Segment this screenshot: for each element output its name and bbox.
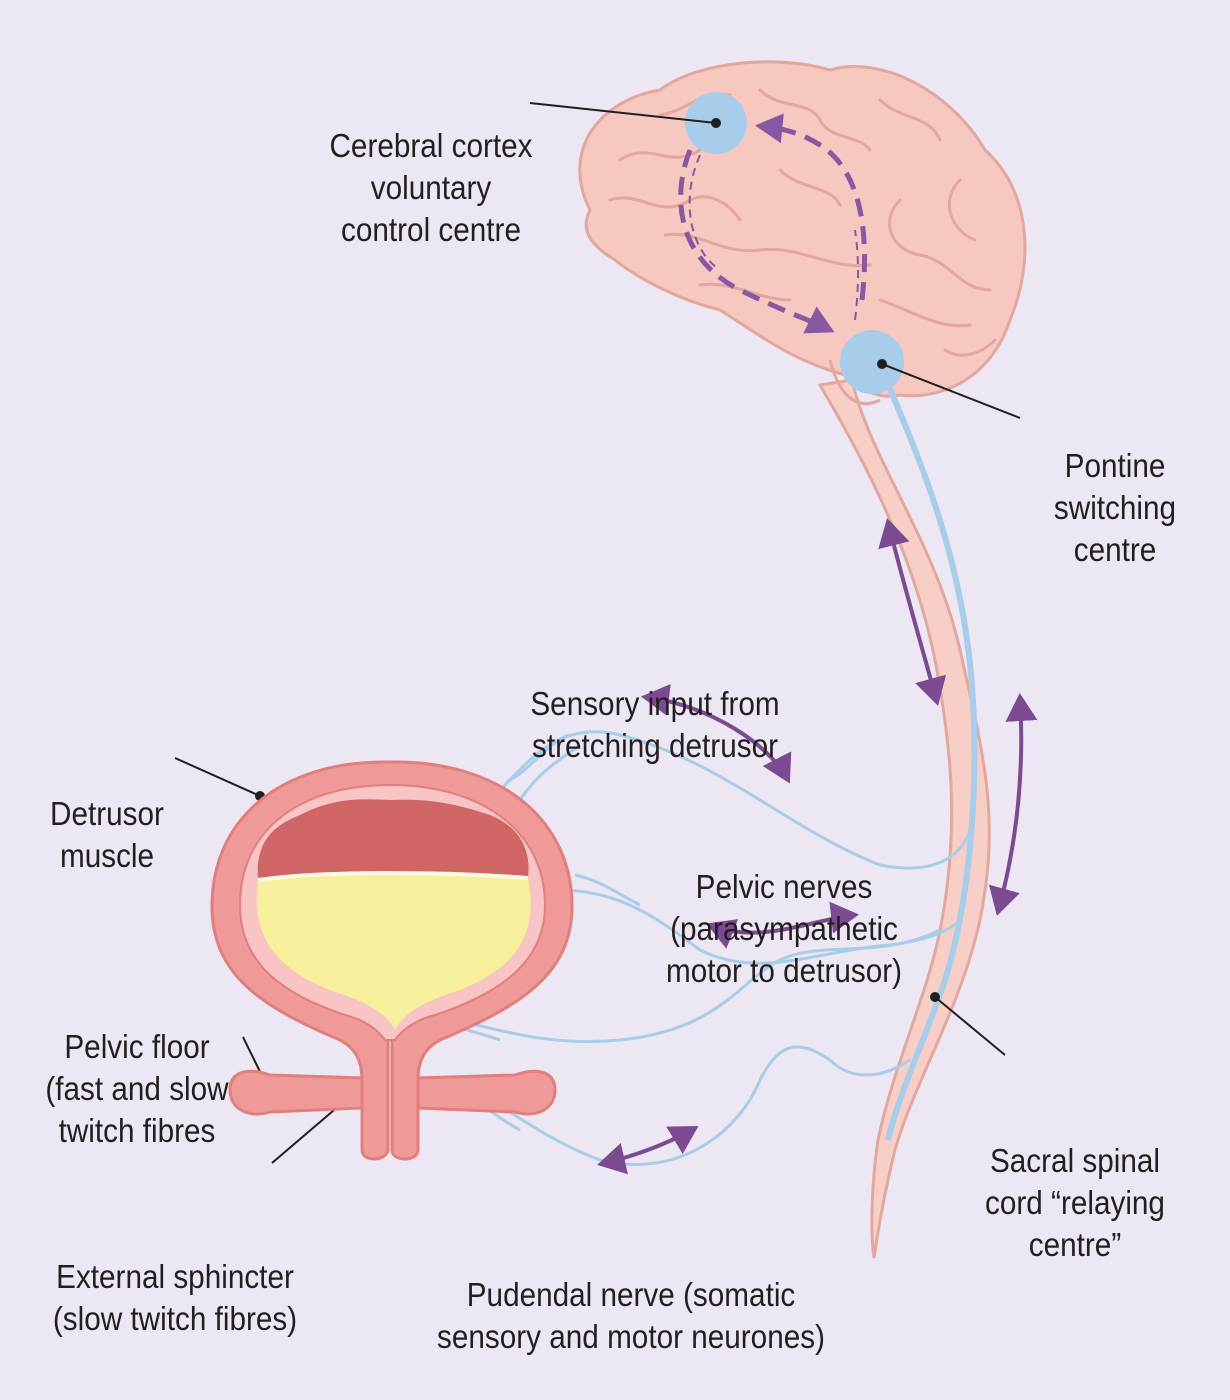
micturition-pathway-illustration [174, 60, 1038, 1259]
cortex-pons-pathway-left [678, 149, 835, 334]
signal-arrows [597, 518, 1038, 1175]
cortex-pons-pathway-thin [688, 154, 721, 271]
bladder [210, 760, 574, 1161]
external-sphincter-label: External sphincter(slow twitch fibres) [52, 1258, 298, 1337]
brainstem [828, 359, 881, 406]
spinal-nerve-tract [877, 363, 978, 1141]
cortex-pons-pathway-right [755, 113, 868, 301]
pontine-centre [840, 330, 904, 394]
brain [578, 60, 1027, 398]
pelvic-floor [228, 1069, 557, 1116]
